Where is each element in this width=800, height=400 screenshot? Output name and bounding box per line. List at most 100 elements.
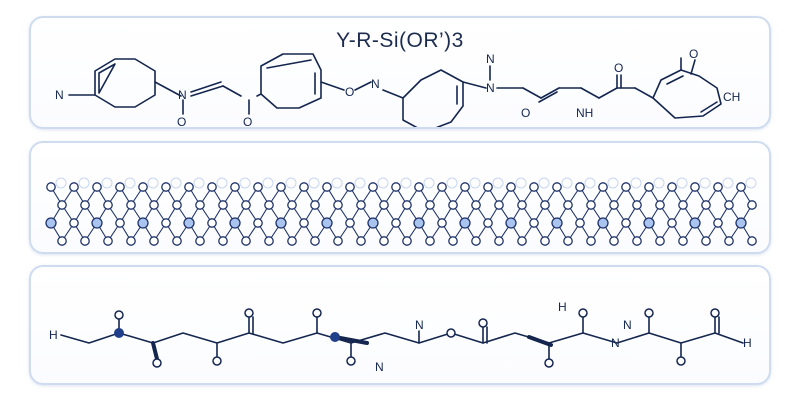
lattice-atom [448, 236, 458, 246]
lattice-atom [598, 182, 608, 192]
lattice-atom [517, 200, 527, 210]
lattice-atom [91, 217, 103, 229]
polymer-panel: H N N N H N H [29, 265, 771, 385]
atom-label: N [371, 77, 380, 91]
lattice-atom [322, 182, 332, 192]
lattice-atom [92, 182, 102, 192]
lattice-atom [195, 236, 205, 246]
lattice-atom [45, 217, 57, 229]
atom-label: NH [576, 106, 593, 120]
lattice-atom [586, 236, 596, 246]
lattice-atom [391, 218, 401, 228]
lattice-atom [632, 236, 642, 246]
lattice-atom [667, 182, 677, 192]
lattice-atom [448, 200, 458, 210]
lattice-atom [425, 236, 435, 246]
lattice-atom [724, 236, 734, 246]
lattice-atom [287, 236, 297, 246]
lattice-atom [575, 182, 585, 192]
atom-label: N [55, 88, 64, 102]
lattice-atom [437, 218, 447, 228]
lattice-atom [655, 236, 665, 246]
lattice-atom [483, 182, 493, 192]
lattice-atom [632, 200, 642, 210]
lattice-atom [551, 217, 563, 229]
lattice-atom [149, 236, 159, 246]
lattice-atom [103, 200, 113, 210]
lattice-atom [379, 236, 389, 246]
lattice-atom [115, 182, 125, 192]
lattice-atom [689, 217, 701, 229]
lattice-atom [276, 182, 286, 192]
lattice-atom [483, 218, 493, 228]
atom-label: H [743, 336, 752, 350]
lattice-atom [609, 200, 619, 210]
lattice-atom [321, 217, 333, 229]
lattice-atom [253, 182, 263, 192]
lattice-atom [241, 200, 251, 210]
atom-label: N [623, 318, 632, 332]
lattice-atom [356, 200, 366, 210]
lattice-atom [126, 200, 136, 210]
lattice-atom [137, 217, 149, 229]
lattice-atom [57, 200, 67, 210]
lattice-atom [563, 200, 573, 210]
lattice-atom [264, 200, 274, 210]
lattice-atom [540, 200, 550, 210]
atom-label: N [611, 336, 620, 350]
polymer-chain: H N N N H N H [49, 300, 752, 374]
lattice-atom [368, 182, 378, 192]
atom-label: O [345, 85, 354, 99]
lattice-atom [299, 218, 309, 228]
lattice-atom [643, 217, 655, 229]
lattice-atom [529, 182, 539, 192]
lattice-atom [414, 182, 424, 192]
lattice-atom [609, 236, 619, 246]
lattice-atom [437, 182, 447, 192]
lattice-atom [275, 217, 287, 229]
lattice-atom [161, 182, 171, 192]
lattice-atom [195, 200, 205, 210]
lattice-atom [310, 236, 320, 246]
lattice-atom [69, 182, 79, 192]
lattice-atom [310, 200, 320, 210]
lattice-atom [229, 217, 241, 229]
lattice-atom [57, 236, 67, 246]
lattice-atom [172, 200, 182, 210]
atom-label: H [49, 328, 58, 342]
lattice-atom [667, 218, 677, 228]
lattice-atom [172, 236, 182, 246]
atom-label: N [486, 52, 495, 66]
lattice-atom [586, 200, 596, 210]
lattice-atom [506, 182, 516, 192]
atom-label: O [243, 115, 252, 129]
lattice-atom [80, 236, 90, 246]
lattice-atom [287, 200, 297, 210]
atom-label: N [415, 318, 424, 332]
atom-label: H [558, 300, 567, 314]
lattice-atom [149, 200, 159, 210]
lattice-atom [161, 218, 171, 228]
lattice-atom [529, 218, 539, 228]
lattice-atom [678, 236, 688, 246]
lattice-atom [241, 236, 251, 246]
lattice-atom [655, 200, 665, 210]
lattice-atom [690, 182, 700, 192]
lattice-atom [713, 218, 723, 228]
lattice-atom [597, 217, 609, 229]
lattice-atom [701, 236, 711, 246]
atom-label: N [375, 360, 384, 374]
lattice-atom [413, 217, 425, 229]
lattice-atom [735, 217, 747, 229]
lattice-panel [29, 141, 771, 254]
lattice-atom [552, 182, 562, 192]
atom-label: N [486, 81, 495, 95]
atom-label: O [521, 106, 530, 120]
lattice-atom [46, 182, 56, 192]
lattice-atom [747, 236, 757, 246]
lattice-atom [747, 200, 757, 210]
lattice-atom [80, 200, 90, 210]
lattice-atom [736, 182, 746, 192]
lattice-atom [402, 200, 412, 210]
lattice-atom [356, 236, 366, 246]
